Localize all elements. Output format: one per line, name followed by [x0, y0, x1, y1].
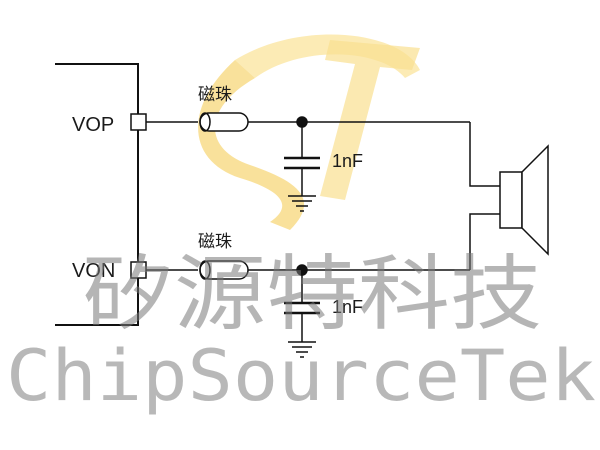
ferrite-bead-top: 磁珠 — [198, 85, 249, 132]
watermark-english: ChipSourceTek — [6, 335, 596, 417]
ground-icon — [288, 195, 316, 212]
speaker-icon — [499, 144, 549, 256]
ferrite-bead-bottom: 磁珠 — [198, 232, 249, 280]
capacitor-bottom — [284, 264, 320, 342]
pin-vop-label: VOP — [72, 114, 114, 136]
ground-icon — [288, 341, 316, 358]
pin-vop: VOP — [72, 113, 147, 136]
watermark-logo — [198, 34, 420, 230]
ic-outline — [55, 63, 139, 326]
wire-top — [146, 121, 500, 187]
ferrite-bead-bottom-label: 磁珠 — [198, 232, 232, 251]
pin-von-label: VON — [72, 260, 115, 282]
capacitor-bottom-label: 1nF — [332, 297, 363, 317]
watermark-chinese: 矽源特科技 — [82, 247, 542, 342]
capacitor-top-label: 1nF — [332, 151, 363, 171]
pin-von: VON — [72, 260, 147, 282]
wire-bottom — [146, 213, 500, 271]
capacitor-top — [284, 116, 320, 196]
ferrite-bead-top-label: 磁珠 — [198, 85, 232, 104]
